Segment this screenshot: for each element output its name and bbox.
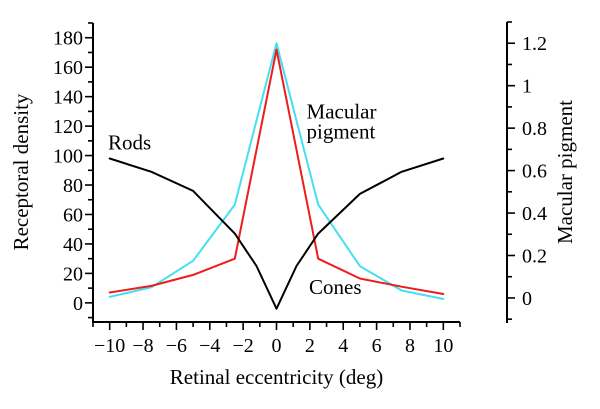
y-right-axis-tick-label: 0.2 (522, 245, 547, 267)
y-left-axis-tick-label: 140 (53, 87, 83, 109)
x-axis-tick-label: −8 (132, 335, 153, 357)
x-axis-tick-label: −4 (199, 335, 220, 357)
annotation-macular: Macular (307, 100, 377, 124)
series-line-rods (108, 157, 445, 310)
y-left-axis-tick-label: 180 (53, 28, 83, 50)
x-axis-tick-label: 10 (433, 335, 453, 357)
y-left-axis-tick-label: 80 (63, 175, 83, 197)
y-left-axis-title: Receptoral density (9, 93, 33, 250)
x-axis-tick-label: 6 (372, 335, 382, 357)
y-right-axis-tick-label: 1.2 (522, 33, 547, 55)
y-right-axis-tick-label: 0.8 (522, 118, 547, 140)
x-axis-tick-label: −10 (94, 335, 125, 357)
x-axis-title: Retinal eccentricity (deg) (170, 365, 383, 389)
y-left-axis-tick-label: 40 (63, 234, 83, 256)
y-left-axis-tick-label: 0 (73, 293, 83, 315)
annotation-pigment: pigment (307, 120, 376, 144)
x-axis-tick-label: −6 (166, 335, 187, 357)
y-left-axis-tick-label: 100 (53, 146, 83, 168)
y-left-axis-tick-label: 120 (53, 116, 83, 138)
y-left-axis-tick-label: 60 (63, 204, 83, 226)
series-line-macular-pigment (108, 42, 445, 300)
annotation-rods: Rods (108, 131, 151, 155)
y-right-axis-tick-label: 0.4 (522, 203, 547, 225)
x-axis-tick-label: 0 (272, 335, 282, 357)
x-axis-tick-label: 2 (305, 335, 315, 357)
y-right-axis-tick-label: 0 (522, 288, 532, 310)
y-right-axis-tick-label: 1 (522, 76, 532, 98)
x-axis-tick-label: −2 (232, 335, 253, 357)
y-left-axis-tick-label: 20 (63, 263, 83, 285)
y-left-axis-tick-label: 160 (53, 57, 83, 79)
y-right-axis-tick-label: 0.6 (522, 161, 547, 183)
x-axis-tick-label: 8 (405, 335, 415, 357)
series-line-cones (108, 48, 445, 295)
annotation-cones: Cones (309, 275, 362, 299)
x-axis-tick-label: 4 (338, 335, 348, 357)
y-right-axis-title: Macular pigment (553, 100, 577, 244)
